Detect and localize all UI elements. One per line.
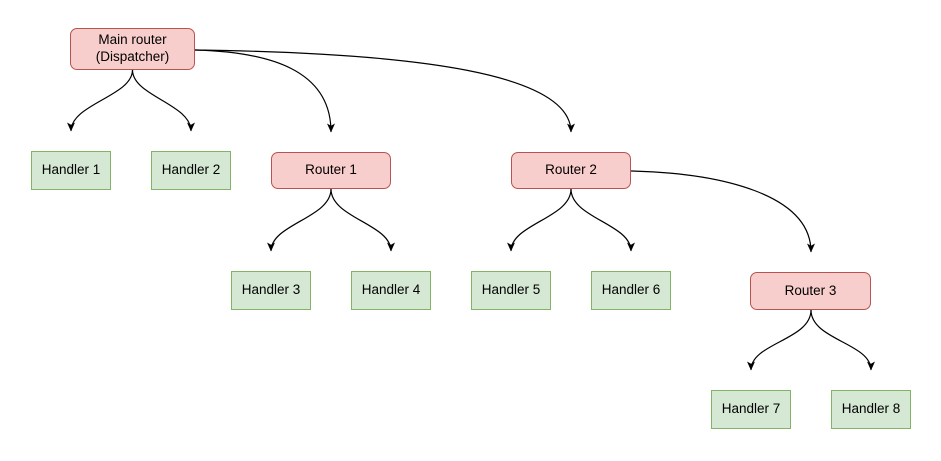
node-handler-7[interactable]: Handler 7 [711,390,791,429]
node-handler-8[interactable]: Handler 8 [831,390,911,429]
diagram-edges [67,49,875,371]
node-router-2[interactable]: Router 2 [511,152,631,189]
edge-router-3-to-handler-8 [810,309,875,371]
node-handler-5[interactable]: Handler 5 [471,271,551,310]
node-router-1[interactable]: Router 1 [271,152,391,189]
node-handler-4[interactable]: Handler 4 [351,271,431,310]
edge-router-2-to-handler-5 [507,188,572,252]
edge-router-1-to-handler-4 [330,188,395,252]
node-router-3[interactable]: Router 3 [750,272,871,310]
edge-router-3-to-handler-7 [747,309,812,371]
node-handler-2[interactable]: Handler 2 [151,151,231,190]
edge-main-to-handler-2 [131,69,195,132]
node-handler-3[interactable]: Handler 3 [231,271,311,310]
edge-main-to-router-2 [194,49,575,133]
edge-router-1-to-handler-3 [267,188,332,252]
node-handler-1[interactable]: Handler 1 [31,151,111,190]
node-handler-6[interactable]: Handler 6 [591,271,671,310]
edge-router-2-to-router-3 [630,170,815,253]
edge-main-to-handler-1 [67,69,134,132]
edge-main-to-router-1 [194,49,335,133]
node-main-router[interactable]: Main router (Dispatcher) [70,28,195,70]
edge-router-2-to-handler-6 [570,188,635,252]
